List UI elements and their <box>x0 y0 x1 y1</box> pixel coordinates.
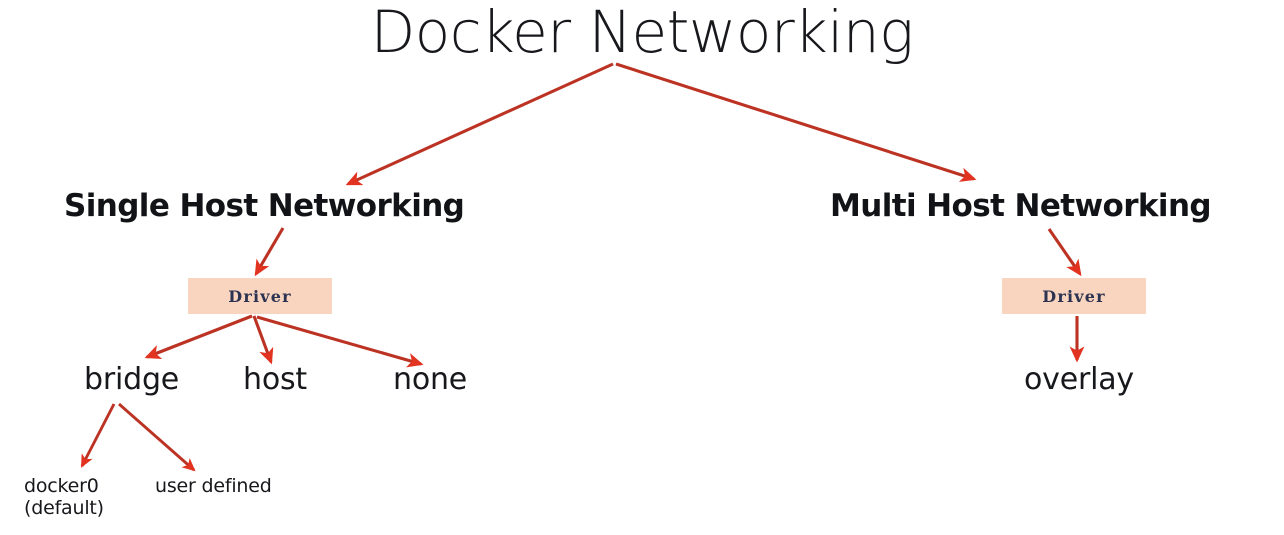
node-overlay: overlay <box>1024 362 1134 397</box>
heading-single-host-networking: Single Host Networking <box>64 188 465 224</box>
node-bridge: bridge <box>84 362 180 397</box>
arrow-bridge-to-docker0 <box>80 403 116 468</box>
page-title: Docker Networking <box>370 0 914 66</box>
driver-box-label: Driver <box>228 286 292 306</box>
node-host: host <box>243 362 307 397</box>
node-none: none <box>393 362 468 397</box>
arrow-single-host-to-driver <box>254 227 285 277</box>
arrow-driver-to-host <box>252 315 274 365</box>
heading-multi-host-networking: Multi Host Networking <box>830 188 1212 224</box>
arrow-title-to-multi-host <box>615 62 977 182</box>
driver-box-single-host: Driver <box>188 278 332 314</box>
arrow-multi-host-to-driver <box>1047 228 1082 277</box>
node-docker0-default: docker0 (default) <box>24 475 104 519</box>
arrow-title-to-single-host <box>345 62 614 186</box>
arrow-driver-to-none <box>256 315 424 368</box>
arrow-driver-to-bridge <box>144 314 253 359</box>
node-user-defined: user defined <box>155 475 272 497</box>
driver-box-multi-host: Driver <box>1002 278 1146 314</box>
arrow-bridge-to-user-defined <box>118 402 196 472</box>
driver-box-label: Driver <box>1042 286 1106 306</box>
